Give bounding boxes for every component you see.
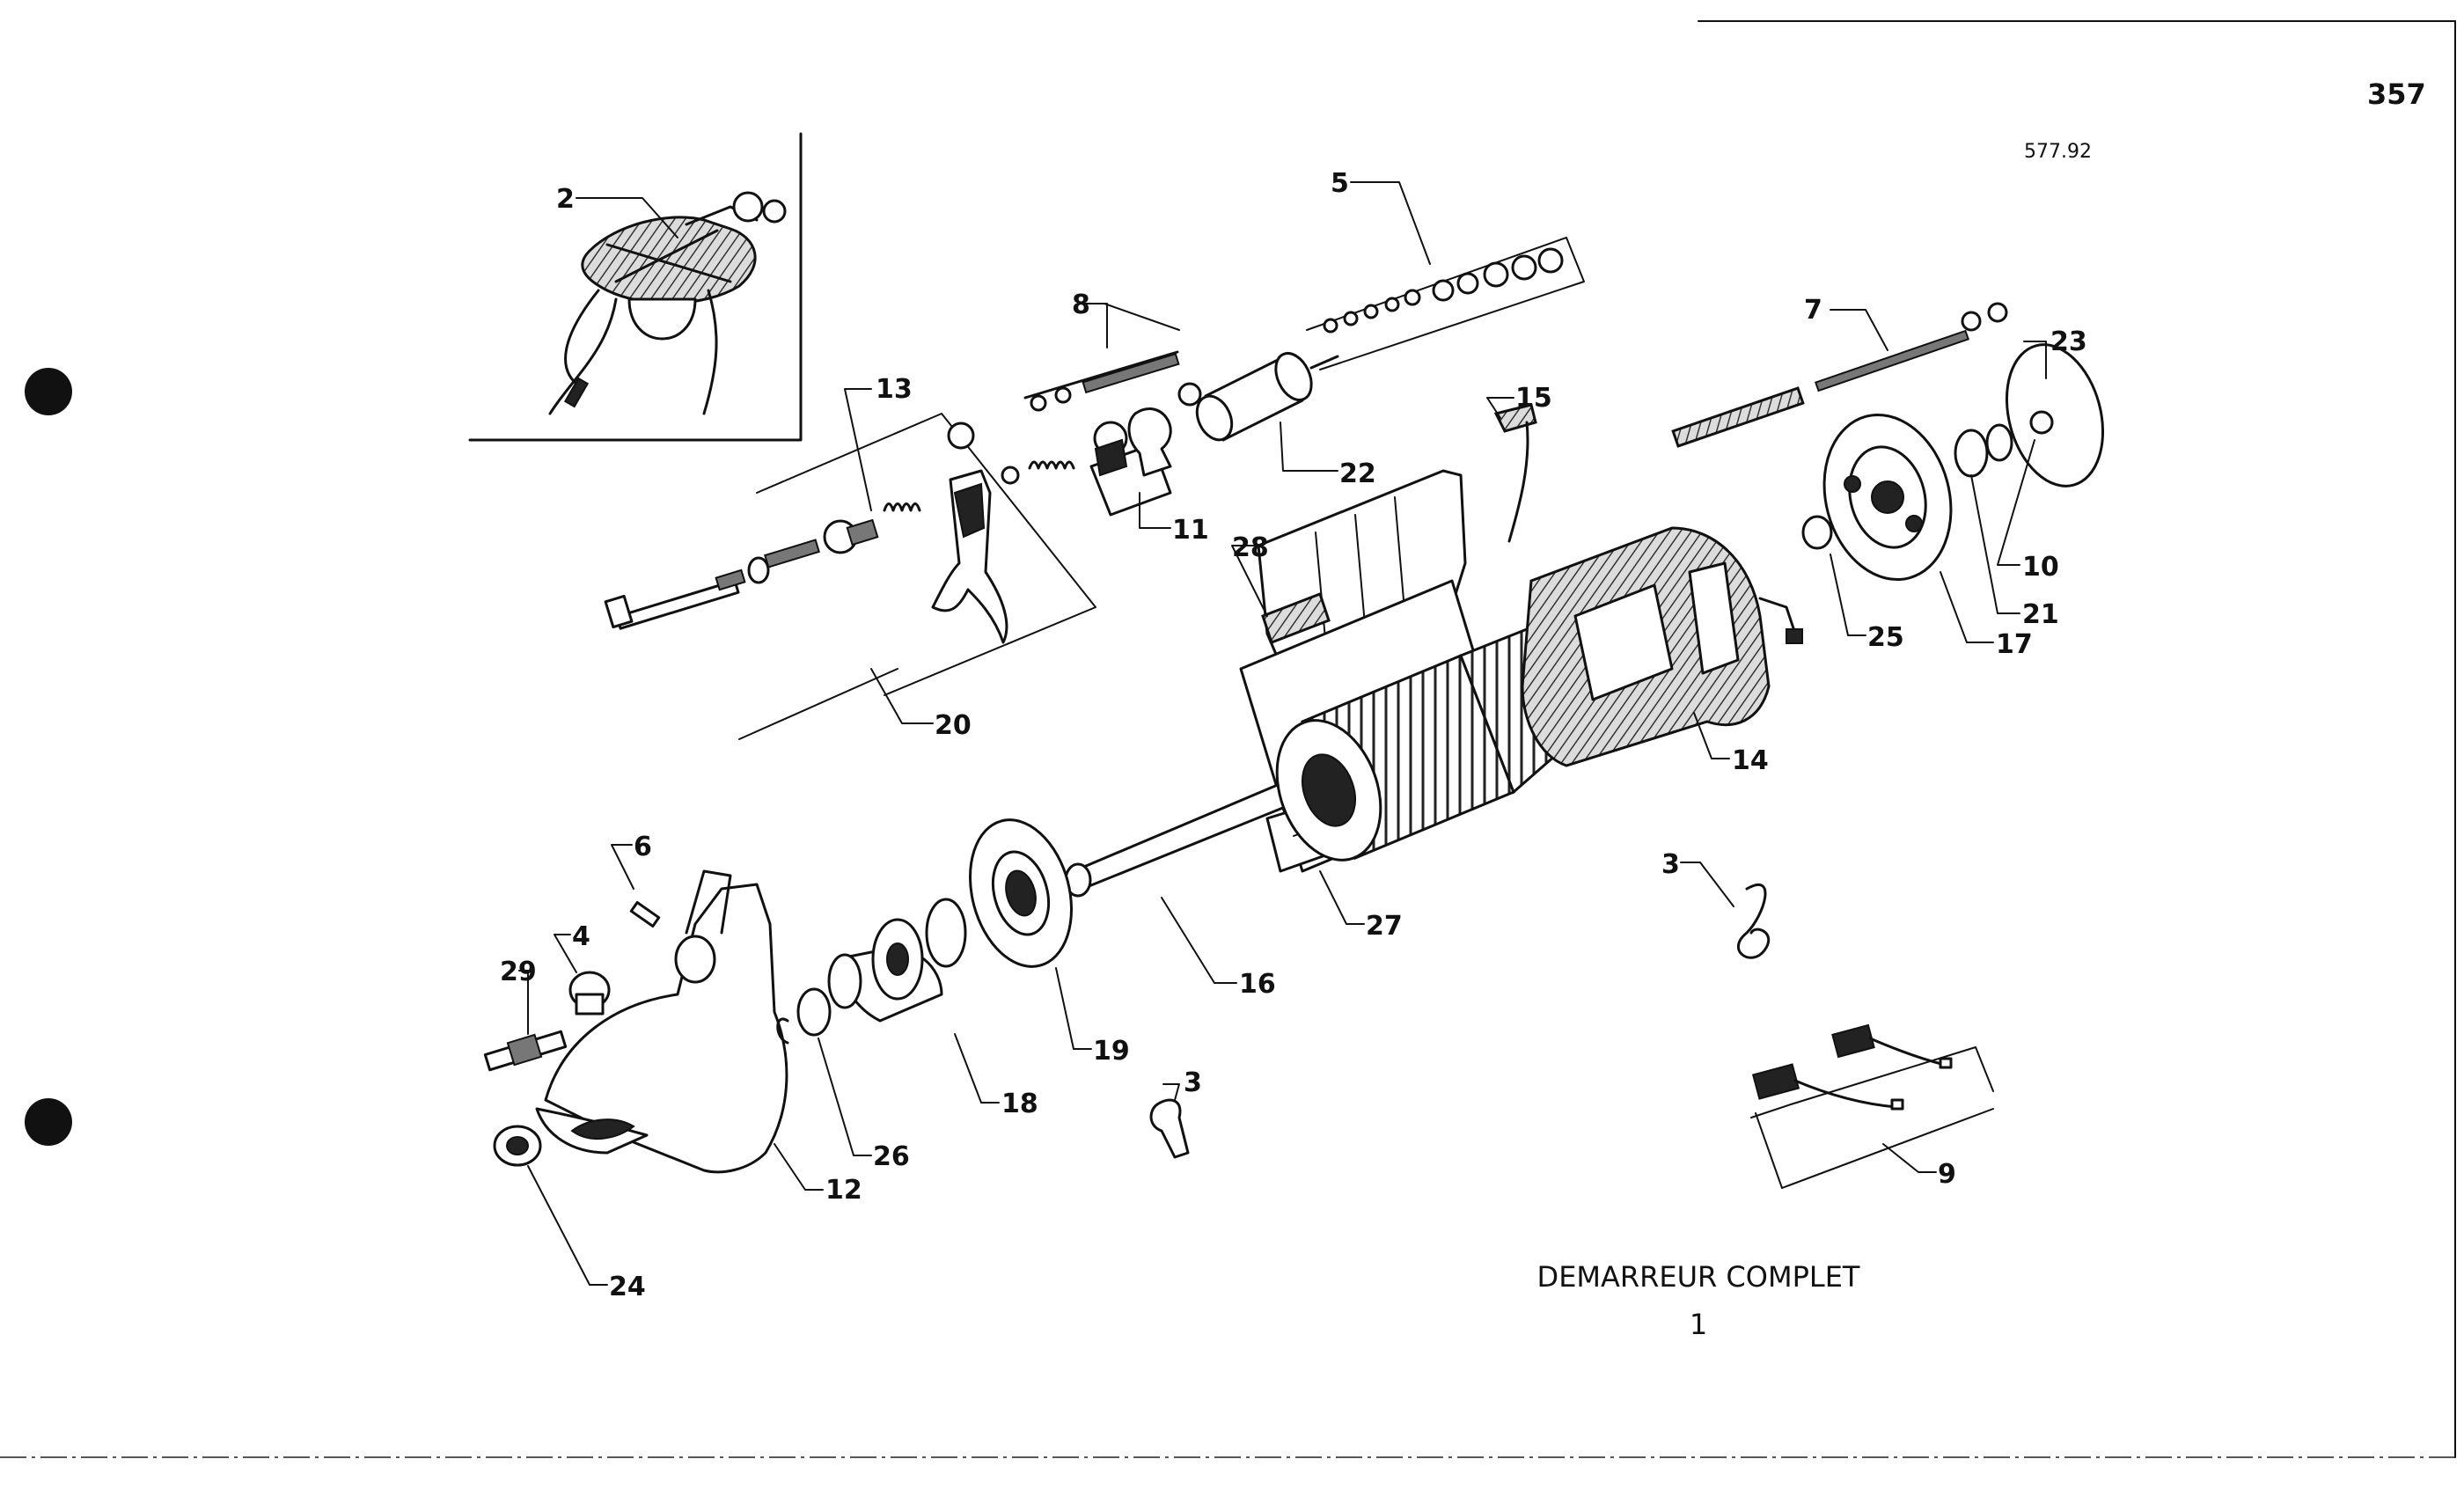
callout-8: 8	[1072, 290, 1090, 320]
drawing-reference: 577.92	[2024, 141, 2092, 163]
callout-23: 23	[2050, 326, 2087, 357]
leader-lines	[518, 181, 2047, 1286]
callout-labels: 2 5 8 7 23 13 15 22 11 28 10 21 25 17 20…	[500, 168, 2087, 1302]
callout-20: 20	[935, 710, 972, 741]
callout-4: 4	[572, 921, 590, 952]
callout-18: 18	[1001, 1089, 1038, 1119]
part-13-20-fork-assembly	[604, 413, 1096, 740]
part-3-spring-lower	[1149, 1098, 1190, 1159]
part-8-tie-rod	[1023, 350, 1180, 412]
callout-26: 26	[873, 1141, 910, 1172]
callout-5: 5	[1331, 168, 1349, 199]
callout-17: 17	[1996, 629, 2033, 660]
part-9-brushes	[1750, 1023, 1994, 1189]
callout-29: 29	[500, 957, 537, 987]
callout-21: 21	[2022, 599, 2059, 630]
callout-25: 25	[1867, 622, 1904, 653]
callout-13: 13	[876, 374, 913, 405]
callout-7: 7	[1804, 295, 1822, 326]
callout-24: 24	[609, 1272, 646, 1302]
part-2-solenoid-cover	[548, 191, 787, 415]
callout-19: 19	[1093, 1036, 1130, 1067]
part-21-10-23-end-cap	[1954, 343, 2105, 488]
callout-16: 16	[1239, 969, 1276, 1000]
callout-15: 15	[1515, 383, 1552, 414]
part-17-end-bracket	[1801, 413, 1953, 582]
part-20-bolt	[604, 568, 746, 630]
part-24-bush	[493, 1125, 542, 1167]
part-14-field-coil	[1521, 526, 1803, 767]
callout-10: 10	[2022, 552, 2059, 583]
part-12-drive-housing	[535, 869, 788, 1174]
part-18-pinion-clutch	[827, 898, 967, 1023]
callout-6: 6	[634, 832, 652, 862]
callout-3-upper: 3	[1661, 849, 1680, 880]
part-22-solenoid	[1177, 352, 1339, 442]
part-4-plug	[568, 971, 611, 1016]
callout-9: 9	[1938, 1159, 1956, 1190]
diagram-subtitle: 1	[1689, 1308, 1708, 1341]
part-11-clips	[1089, 407, 1172, 517]
part-26-circlip	[776, 987, 832, 1045]
callout-22: 22	[1339, 458, 1376, 489]
part-29-stud	[483, 1030, 568, 1072]
part-7-through-bolt	[1671, 302, 2008, 448]
callout-14: 14	[1732, 745, 1769, 776]
part-19-drive-plate	[968, 818, 1074, 968]
part-6-pin	[629, 900, 661, 928]
callout-11: 11	[1172, 515, 1209, 546]
callout-2: 2	[556, 184, 575, 215]
inset-box	[468, 132, 803, 442]
page-number: 357	[2367, 77, 2426, 111]
part-15-terminal	[1493, 403, 1537, 543]
callout-3-lower: 3	[1184, 1067, 1202, 1098]
part-5-nut-set	[1306, 237, 1585, 370]
callout-27: 27	[1366, 911, 1403, 942]
punch-hole-top	[25, 368, 72, 415]
punch-hole-bottom	[25, 1098, 72, 1146]
callout-28: 28	[1232, 532, 1269, 563]
callout-12: 12	[825, 1175, 862, 1206]
part-3-spring-upper	[1736, 883, 1771, 959]
diagram-title: DEMARREUR COMPLET	[1536, 1260, 1860, 1294]
